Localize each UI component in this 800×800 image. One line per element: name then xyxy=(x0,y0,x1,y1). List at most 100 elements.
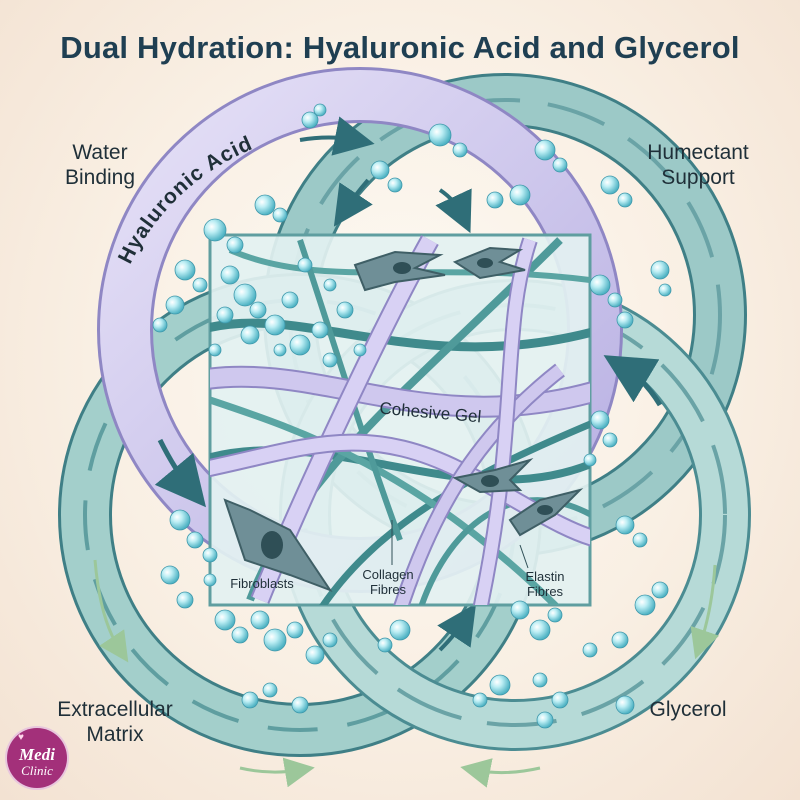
flow-arrow-icon xyxy=(154,438,207,508)
droplet-icon xyxy=(377,637,393,653)
droplet-icon xyxy=(536,711,554,729)
droplet-icon xyxy=(387,177,403,193)
droplet-icon xyxy=(214,609,236,631)
droplet-icon xyxy=(353,343,367,357)
droplet-icon xyxy=(203,218,227,242)
flow-arrow-icon xyxy=(690,564,720,660)
flow-arrow-icon xyxy=(239,757,315,788)
droplet-icon xyxy=(323,278,337,292)
droplet-icon xyxy=(262,682,278,698)
label-collagen-fibres: Collagen Fibres xyxy=(362,567,414,597)
label-water-binding: Water Binding xyxy=(64,141,136,189)
fibroblast-cells xyxy=(223,246,584,593)
fibroblast-cell-icon xyxy=(452,246,526,280)
droplet-icon xyxy=(208,343,222,357)
droplet-icon xyxy=(611,631,629,649)
droplet-icon xyxy=(305,645,325,665)
droplet-icon xyxy=(322,632,338,648)
droplet-icon xyxy=(590,410,610,430)
droplet-icon xyxy=(203,573,217,587)
droplet-icon xyxy=(617,192,633,208)
droplet-icon xyxy=(529,619,551,641)
droplet-icon xyxy=(273,343,287,357)
label-extracellular-matrix: Extracellular Matrix xyxy=(57,698,173,746)
droplet-icon xyxy=(634,594,656,616)
droplet-icon xyxy=(583,453,597,467)
flow-arrow-icon xyxy=(93,559,129,663)
droplet-icon xyxy=(632,532,648,548)
droplet-icon xyxy=(532,672,548,688)
fibroblast-cell-icon xyxy=(508,488,584,537)
elastin-leader xyxy=(519,544,529,569)
droplet-icon xyxy=(322,352,338,368)
droplet-icon xyxy=(249,301,267,319)
droplet-icon xyxy=(509,184,531,206)
droplet-icon xyxy=(240,325,260,345)
droplet-icon xyxy=(551,691,569,709)
droplet-icon xyxy=(313,103,327,117)
droplet-icon xyxy=(428,123,452,147)
droplet-icon xyxy=(301,111,319,129)
droplet-icon xyxy=(174,259,196,281)
fibroblast-cell-icon xyxy=(223,498,333,593)
fibroblast-cell-icon xyxy=(353,250,446,292)
droplet-icon xyxy=(152,317,168,333)
droplet-icon xyxy=(263,628,287,652)
droplet-icon xyxy=(651,581,669,599)
label-glycerol: Glycerol xyxy=(649,698,727,721)
brand-logo[interactable]: ♥ Medi Clinic xyxy=(7,728,67,788)
droplet-icon xyxy=(289,334,311,356)
droplet-icon xyxy=(311,321,329,339)
droplets xyxy=(152,103,672,729)
droplet-icon xyxy=(169,509,191,531)
droplet-icon xyxy=(602,432,618,448)
flow-arrow-icon xyxy=(603,355,663,407)
droplet-icon xyxy=(220,265,240,285)
droplet-icon xyxy=(552,157,568,173)
flow-arrow-icon xyxy=(333,178,373,227)
droplet-icon xyxy=(336,301,354,319)
label-humectant-support: Humectant Support xyxy=(647,141,749,189)
droplet-icon xyxy=(233,283,257,307)
label-elastin-fibres: Elastin Fibres xyxy=(525,569,565,599)
droplet-icon xyxy=(607,292,623,308)
droplet-icon xyxy=(250,610,270,630)
droplet-icon xyxy=(452,142,468,158)
droplet-icon xyxy=(370,160,390,180)
flow-arrow-icon xyxy=(460,758,541,788)
flow-arrow-icon xyxy=(437,603,477,652)
heart-icon: ♥ xyxy=(18,732,24,743)
droplet-icon xyxy=(616,311,634,329)
droplet-icon xyxy=(589,274,611,296)
droplet-icon xyxy=(615,515,635,535)
droplet-icon xyxy=(486,191,504,209)
flow-arrow-icon xyxy=(299,116,375,156)
flow-arrow-icon xyxy=(435,188,472,234)
droplet-icon xyxy=(176,591,194,609)
droplet-icon xyxy=(615,695,635,715)
label-fibroblasts: Fibroblasts xyxy=(230,576,294,591)
droplet-icon xyxy=(658,283,672,297)
page-title: Dual Hydration: Hyaluronic Acid and Glyc… xyxy=(60,30,740,65)
droplet-icon xyxy=(389,619,411,641)
droplet-icon xyxy=(472,692,488,708)
droplet-icon xyxy=(264,314,286,336)
droplet-icon xyxy=(202,547,218,563)
droplet-icon xyxy=(291,696,309,714)
droplet-icon xyxy=(510,600,530,620)
droplet-icon xyxy=(582,642,598,658)
droplet-icon xyxy=(254,194,276,216)
droplet-icon xyxy=(600,175,620,195)
droplet-icon xyxy=(192,277,208,293)
droplet-icon xyxy=(489,674,511,696)
droplet-icon xyxy=(534,139,556,161)
droplet-icon xyxy=(226,236,244,254)
logo-line-1: Medi xyxy=(19,745,55,764)
flow-arrows xyxy=(93,116,720,788)
droplet-icon xyxy=(231,626,249,644)
droplet-icon xyxy=(286,621,304,639)
droplet-icon xyxy=(165,295,185,315)
droplet-icon xyxy=(272,207,288,223)
